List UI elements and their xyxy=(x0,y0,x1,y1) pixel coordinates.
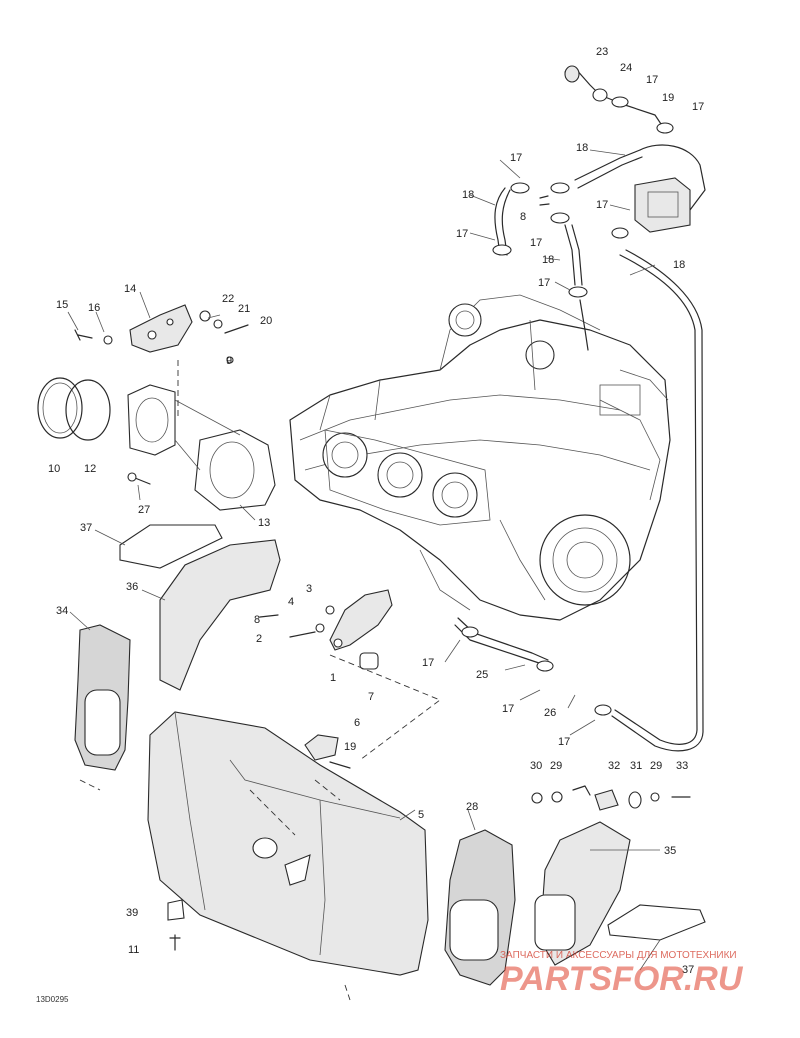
callout-23: 23 xyxy=(596,46,608,58)
callout-36: 36 xyxy=(126,581,138,593)
callout-20: 20 xyxy=(260,315,272,327)
callout-2: 2 xyxy=(256,633,262,645)
callout-17: 17 xyxy=(558,736,570,748)
callout-17: 17 xyxy=(510,152,522,164)
callout-33: 33 xyxy=(676,760,688,772)
callout-3: 3 xyxy=(306,583,312,595)
callout-17: 17 xyxy=(538,277,550,289)
callout-17: 17 xyxy=(692,101,704,113)
intake-parts xyxy=(37,304,706,986)
callout-19: 19 xyxy=(662,92,674,104)
callout-18: 18 xyxy=(673,259,685,271)
callout-11: 11 xyxy=(128,944,139,956)
callout-21: 21 xyxy=(238,303,250,315)
callout-24: 24 xyxy=(620,62,632,74)
callout-4: 4 xyxy=(288,596,294,608)
callout-17: 17 xyxy=(530,237,542,249)
leader-lines xyxy=(67,149,661,1001)
callout-7: 7 xyxy=(368,691,374,703)
callout-34: 34 xyxy=(56,605,68,617)
callout-5: 5 xyxy=(418,809,424,821)
callout-labels: 23 24 17 19 17 18 17 18 8 17 17 17 18 18… xyxy=(36,46,704,1004)
callout-9: 9 xyxy=(226,355,232,367)
callout-17: 17 xyxy=(422,657,434,669)
watermark: ЗАПЧАСТИ И АКСЕССУАРЫ ДЛЯ МОТОТЕХНИКИ PA… xyxy=(500,950,744,998)
callout-18: 18 xyxy=(576,142,588,154)
callout-26: 26 xyxy=(544,707,556,719)
callout-12: 12 xyxy=(84,463,96,475)
callout-37: 37 xyxy=(80,522,92,534)
callout-18: 18 xyxy=(542,254,554,266)
callout-17: 17 xyxy=(502,703,514,715)
callout-17: 17 xyxy=(596,199,608,211)
callout-29: 29 xyxy=(650,760,662,772)
callout-30: 30 xyxy=(530,760,542,772)
callout-10: 10 xyxy=(48,463,60,475)
callout-35: 35 xyxy=(664,845,676,857)
drawing-code: 13D0295 xyxy=(36,995,69,1004)
callout-13: 13 xyxy=(258,517,270,529)
callout-8: 8 xyxy=(520,211,526,223)
callout-31: 31 xyxy=(630,760,642,772)
callout-25: 25 xyxy=(476,669,488,681)
callout-22: 22 xyxy=(222,293,234,305)
callout-6: 6 xyxy=(354,717,360,729)
callout-18: 18 xyxy=(462,189,474,201)
callout-39: 39 xyxy=(126,907,138,919)
callout-14: 14 xyxy=(124,283,136,295)
engine-block xyxy=(289,294,671,621)
callout-17: 17 xyxy=(646,74,658,86)
callout-29: 29 xyxy=(550,760,562,772)
callout-32: 32 xyxy=(608,760,620,772)
watermark-brand: PARTSFOR.RU xyxy=(500,960,744,998)
callout-8: 8 xyxy=(254,614,260,626)
breather-hoses xyxy=(454,65,706,752)
callout-37: 37 xyxy=(682,964,694,976)
callout-19: 19 xyxy=(344,741,356,753)
callout-17: 17 xyxy=(456,228,468,240)
callout-16: 16 xyxy=(88,302,100,314)
watermark-tagline: ЗАПЧАСТИ И АКСЕССУАРЫ ДЛЯ МОТОТЕХНИКИ xyxy=(500,950,737,961)
callout-15: 15 xyxy=(56,299,68,311)
callout-1: 1 xyxy=(330,672,336,684)
callout-27: 27 xyxy=(138,504,150,516)
callout-28: 28 xyxy=(466,801,478,813)
